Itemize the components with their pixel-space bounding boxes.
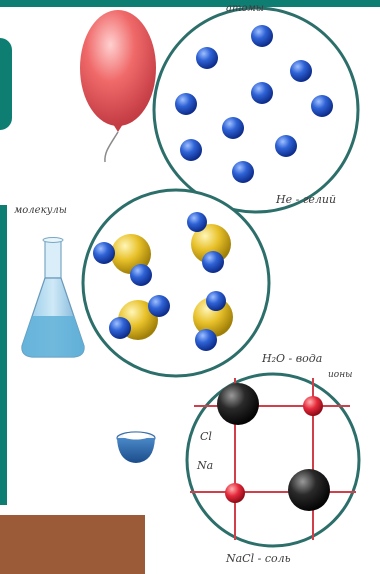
molecules-label: молекулы [14, 205, 67, 216]
cl-label: Cl [200, 430, 212, 443]
water-circle [81, 188, 271, 378]
helium-atom [180, 139, 202, 161]
helium-atom [196, 47, 218, 69]
chloride-ion [288, 469, 330, 511]
sodium-ion [303, 396, 323, 416]
helium-atom [222, 117, 244, 139]
helium-atom [251, 82, 273, 104]
water-molecule [187, 212, 231, 273]
brown-block [0, 515, 145, 574]
water-molecule [109, 295, 170, 340]
left-teal-arc [0, 38, 12, 130]
chloride-ion [217, 383, 259, 425]
water-label: H₂O - вода [262, 352, 323, 365]
water-molecule [193, 291, 233, 351]
top-teal-bar [0, 0, 380, 7]
balloon-icon [80, 10, 156, 163]
flask-icon [21, 237, 85, 358]
helium-atom [175, 93, 197, 115]
water-molecules [93, 212, 233, 351]
salt-ions [217, 383, 330, 511]
helium-atom [232, 161, 254, 183]
helium-atom [251, 25, 273, 47]
sodium-ion [225, 483, 245, 503]
salt-bowl-icon [116, 431, 156, 463]
helium-atom [275, 135, 297, 157]
salt-label: NaCl - соль [226, 552, 291, 565]
atoms-label: атомы [226, 3, 264, 14]
helium-atom [290, 60, 312, 82]
ions-label: ионы [328, 370, 353, 380]
helium-label: He - гелий [276, 193, 337, 206]
left-teal-bar [0, 205, 7, 505]
helium-atom [311, 95, 333, 117]
na-label: Na [197, 459, 214, 472]
water-molecule [93, 234, 152, 286]
helium-atoms [175, 25, 333, 183]
